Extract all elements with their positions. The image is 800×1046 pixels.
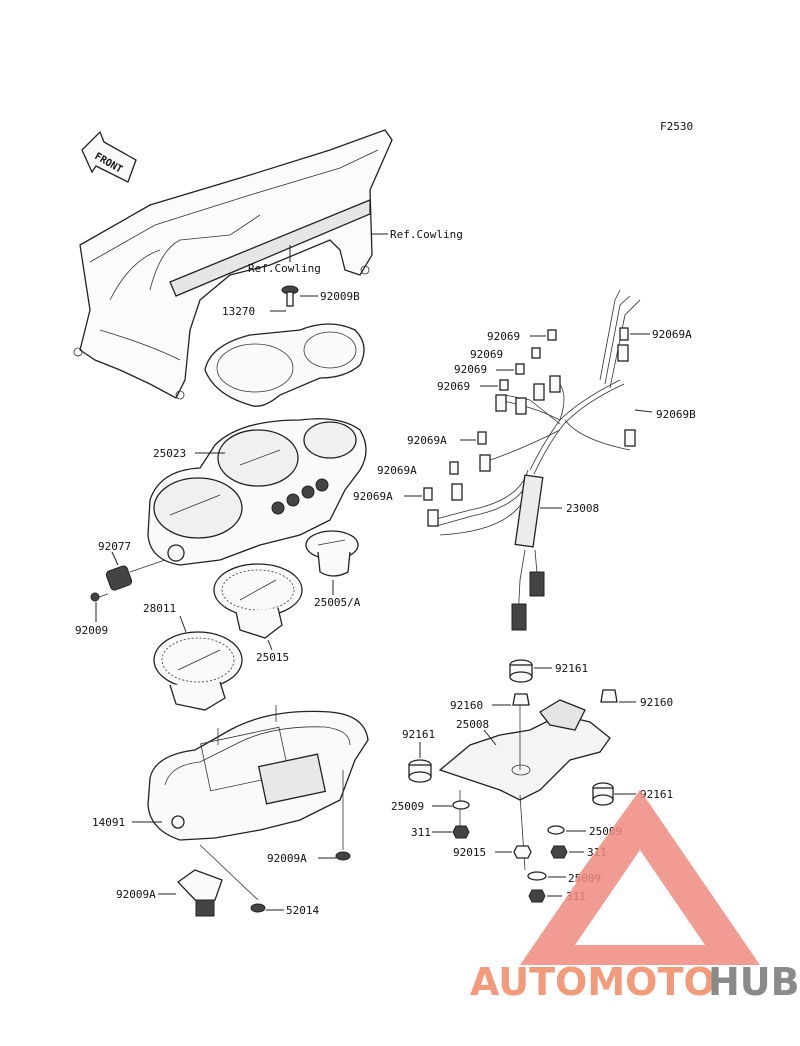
callout-92009b: 92009B: [320, 290, 360, 303]
callout-25008: 25008: [456, 718, 489, 731]
callout-92069-2: 92069: [470, 348, 503, 361]
damper-92160-2: [600, 689, 618, 703]
callout-92069a-2: 92069A: [407, 434, 447, 447]
grommet-92161-2: [408, 759, 432, 783]
meter-case-14091: [147, 705, 369, 841]
callout-92160-1: 92160: [450, 699, 483, 712]
nut-311-1: [452, 825, 470, 839]
screw-92009a-2: [199, 844, 266, 913]
callout-25005a: 28011: [143, 602, 176, 615]
screw-92009a-1: [335, 770, 351, 861]
callout-28011: 25005/A: [314, 596, 361, 609]
callout-92069a-1: 92069A: [652, 328, 692, 341]
callout-92069-3: 92069: [454, 363, 487, 376]
knob-92077: [105, 559, 166, 591]
callout-23008: 23008: [566, 502, 599, 515]
watermark-triangle-icon: [520, 790, 760, 965]
callout-52014: 92009A: [116, 888, 156, 901]
callout-92069a-3: 92069A: [377, 464, 417, 477]
screw-92009: [90, 592, 109, 602]
bracket-25008: [438, 699, 611, 871]
callout-92009: 92009: [75, 624, 108, 637]
watermark-text-part2: HUB: [708, 960, 800, 1004]
figure-code: F2530: [660, 120, 693, 133]
callout-92160-2: 92160: [640, 696, 673, 709]
callout-92009a-1: 92009A: [267, 852, 307, 865]
callout-25009-1: 25009: [391, 800, 424, 813]
screw-92009b: [281, 285, 299, 307]
callout-92161-2: 92161: [402, 728, 435, 741]
washer-25009-2: [547, 825, 565, 835]
speedometer-25005a: [153, 631, 243, 711]
callout-311-1: 311: [411, 826, 431, 839]
bulb-socket-1: [547, 329, 557, 341]
callout-92069a-4: 92069A: [353, 490, 393, 503]
meter-gasket: [204, 323, 365, 407]
callout-92015: 92015: [453, 846, 486, 859]
callout-92161-3: 92161: [640, 788, 673, 801]
damper-92160-1: [512, 693, 530, 706]
callout-92009a-2: 52014: [286, 904, 319, 917]
tachometer-25015: [213, 563, 303, 639]
callout-92077: 92077: [98, 540, 131, 553]
watermark-text: AUTOMOTO HUB: [470, 960, 800, 1004]
callout-ref-cowling-top: Ref.Cowling: [390, 228, 463, 241]
callout-ref-cowling-mid: Ref.Cowling: [248, 262, 321, 275]
cowling-outline: [73, 129, 393, 400]
callout-14091: 14091: [92, 816, 125, 829]
callout-92161-1: 92161: [555, 662, 588, 675]
nut-92015: [513, 845, 532, 859]
callout-92069b: 92069B: [656, 408, 696, 421]
gear-52014: [177, 869, 223, 917]
nut-311-3: [528, 889, 546, 903]
watermark-logo: [520, 790, 760, 965]
washer-25009-3: [527, 871, 547, 881]
callout-25015: 25015: [256, 651, 289, 664]
wiring-harness-23008: [427, 289, 641, 631]
gauge-28011: [305, 530, 359, 577]
grommet-92161-1: [509, 659, 533, 683]
callout-25023: 25023: [153, 447, 186, 460]
front-arrow-icon: FRONT: [81, 130, 137, 183]
callout-92069-4: 92069: [437, 380, 470, 393]
meter-cover-25023: [147, 418, 367, 566]
washer-25009-1: [452, 800, 470, 810]
callout-13270: 13270: [222, 305, 255, 318]
grommet-92161-3: [592, 782, 614, 806]
watermark-text-part1: AUTOMOTO: [470, 960, 716, 1004]
nut-311-2: [550, 845, 568, 859]
callout-92069-1: 92069: [487, 330, 520, 343]
